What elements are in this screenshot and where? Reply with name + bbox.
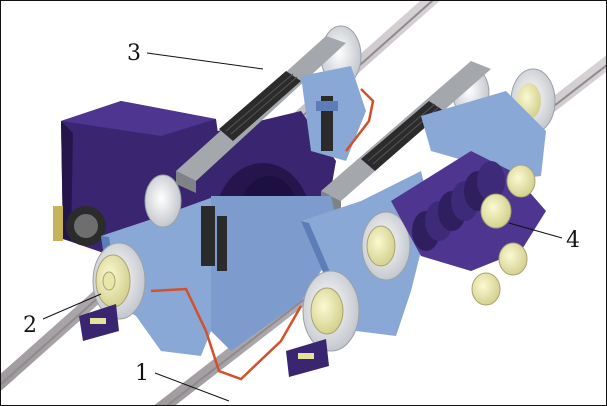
callout-4: 4: [566, 228, 580, 253]
callout-2: 2: [23, 313, 37, 338]
leader-line-3: [146, 52, 264, 70]
brake-pipes: [150, 88, 375, 381]
callout-3: 3: [127, 41, 141, 66]
brake-shoes: [79, 304, 329, 377]
longitudinal-beams: [176, 36, 491, 213]
guide-rollers: [471, 164, 536, 306]
front-wheels: [92, 174, 411, 352]
leader-line-2: [42, 293, 102, 320]
leader-lines: [42, 52, 563, 402]
secondary-suspension: [391, 151, 546, 306]
leader-line-4: [508, 222, 563, 239]
coil-spring: [412, 161, 505, 251]
callout-1: 1: [135, 361, 149, 386]
dampers: [217, 96, 338, 271]
leader-line-1: [154, 372, 230, 402]
side-frame-rear: [301, 66, 546, 181]
air-spring-pad-left: [219, 71, 301, 141]
